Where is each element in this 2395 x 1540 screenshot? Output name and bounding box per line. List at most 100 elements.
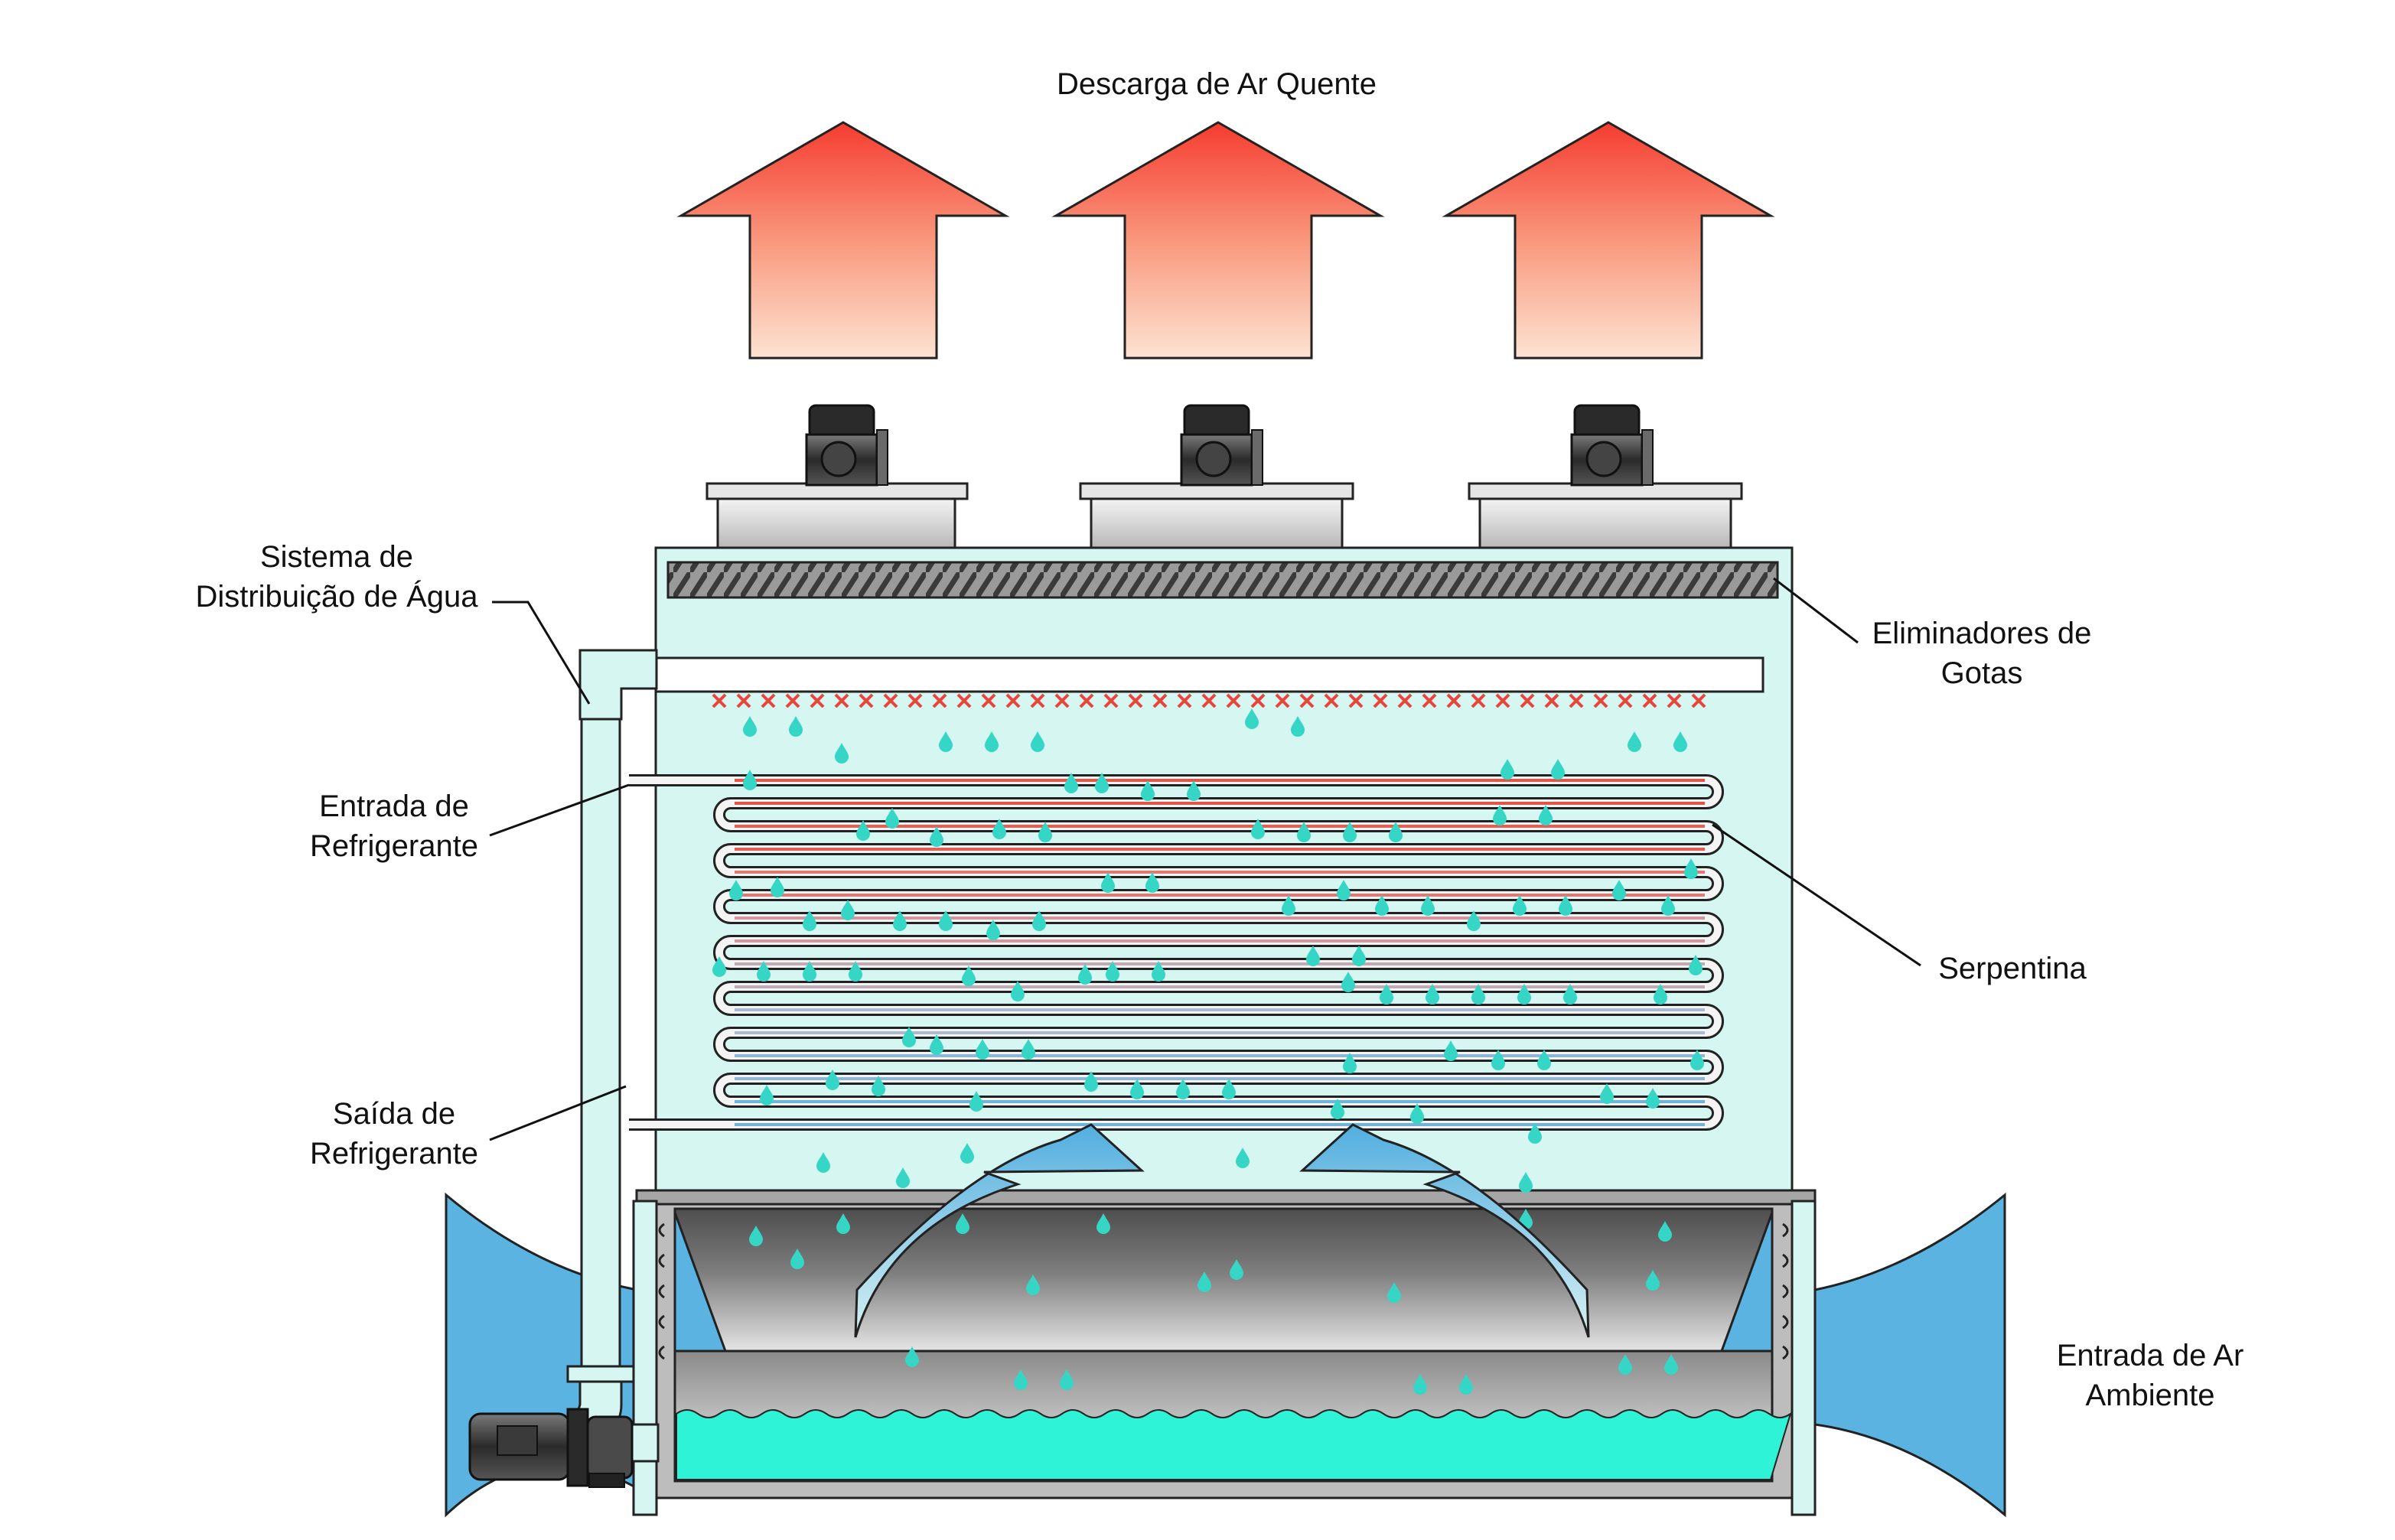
water-drop	[1343, 1053, 1357, 1073]
hook	[1782, 1223, 1789, 1238]
water-drop	[992, 819, 1006, 839]
water-drop	[1187, 780, 1201, 801]
water-drop	[803, 910, 816, 931]
water-drop	[760, 1085, 774, 1105]
nozzle	[1005, 693, 1021, 708]
nozzle	[785, 693, 800, 708]
nozzle	[956, 693, 972, 708]
nozzle	[1593, 693, 1608, 708]
right-intake-frame	[1791, 1200, 1817, 1516]
water-drop	[1600, 1083, 1614, 1104]
water-drop	[1064, 773, 1078, 793]
motor-fan-cover	[1251, 429, 1263, 486]
water-drop	[1343, 822, 1357, 842]
hot-air-arrow-3	[1442, 121, 1775, 360]
water-distribution-label-line2: Distribuição de Água	[195, 580, 478, 614]
water-drop	[771, 877, 784, 897]
ambient-air-inlet-label-line2: Ambiente	[2085, 1379, 2215, 1412]
water-drop	[1471, 984, 1485, 1004]
water-drop	[1331, 1099, 1344, 1119]
water-drop	[872, 1076, 885, 1096]
fan-stack	[1478, 496, 1732, 549]
hook	[658, 1284, 665, 1299]
fan-stack	[716, 496, 956, 549]
water-drop	[1352, 946, 1366, 966]
hook	[1782, 1253, 1789, 1268]
nozzle	[810, 693, 825, 708]
water-drop	[896, 1167, 910, 1188]
nozzle	[834, 693, 849, 708]
water-drop	[1026, 1275, 1040, 1295]
hook	[658, 1223, 665, 1238]
water-drop	[1459, 1374, 1473, 1395]
nozzle	[1642, 693, 1657, 708]
water-drop	[1145, 872, 1159, 893]
water-drop	[1031, 731, 1044, 752]
motor-top	[1183, 404, 1250, 439]
water-drop	[939, 910, 953, 931]
water-drop	[1628, 731, 1641, 752]
water-drop	[1251, 819, 1265, 839]
nozzle	[1520, 693, 1535, 708]
water-drop	[816, 1152, 830, 1173]
ambient-air-inlet-label-line1: Entrada de Ar	[2056, 1339, 2244, 1372]
water-riser-pipe	[580, 682, 621, 1374]
water-distribution-label: Sistema de Distribuição de Água	[138, 537, 536, 617]
ambient-air-inlet-label: Entrada de Ar Ambiente	[2005, 1336, 2296, 1415]
hot-air-arrow-2	[1051, 121, 1385, 360]
water-drop	[1513, 895, 1527, 916]
nozzle	[1152, 693, 1168, 708]
nozzle	[1348, 693, 1364, 708]
water-drop	[1060, 1369, 1074, 1390]
motor-hub	[1585, 441, 1622, 477]
hot-air-arrows	[676, 121, 1775, 360]
water-drop	[956, 1213, 969, 1234]
nozzle	[1128, 693, 1143, 708]
nozzle	[1201, 693, 1217, 708]
fan-assembly-2	[1079, 404, 1354, 549]
water-drop	[885, 808, 899, 829]
water-drop	[789, 716, 803, 737]
water-drop	[1387, 1282, 1401, 1303]
leader-lines	[489, 577, 1921, 1141]
hook	[658, 1253, 665, 1268]
refrigerant-outlet-label-line2: Refrigerante	[309, 1137, 479, 1170]
water-drop	[1684, 858, 1698, 879]
water-drop	[1230, 1259, 1243, 1280]
nozzle	[1299, 693, 1315, 708]
nozzle	[736, 693, 751, 708]
fan-motor-icon	[1180, 404, 1263, 487]
water-drop	[1421, 895, 1435, 916]
water-drop	[1306, 946, 1320, 966]
air-flow-arrow-left	[854, 1123, 1145, 1338]
water-drop	[1130, 1079, 1144, 1099]
nozzle	[1250, 693, 1266, 708]
nozzle	[1544, 693, 1559, 708]
water-drop	[1689, 955, 1703, 975]
water-drop	[849, 961, 862, 982]
nozzle	[1079, 693, 1094, 708]
nozzle	[1691, 693, 1706, 708]
nozzle	[1177, 693, 1192, 708]
pump-motor-icon	[468, 1408, 634, 1488]
nozzle	[859, 693, 874, 708]
nozzle	[1103, 693, 1119, 708]
water-drop	[976, 1039, 989, 1060]
water-drop	[1245, 708, 1259, 729]
water-drop	[1375, 895, 1389, 916]
water-drop	[1559, 895, 1572, 916]
water-drop	[986, 920, 1000, 940]
water-drop	[1646, 1270, 1660, 1291]
fan-stack	[1090, 496, 1344, 549]
motor-fan-cover	[1641, 429, 1654, 486]
fan-assemblies	[705, 404, 1743, 549]
coil-label: Serpentina	[1938, 952, 2087, 985]
hot-air-arrow-1	[676, 121, 1010, 360]
hook	[658, 1314, 665, 1330]
drift-eliminators-label-line2: Gotas	[1940, 656, 2023, 690]
nozzle	[907, 693, 923, 708]
water-drop	[757, 961, 771, 982]
riser-elbow	[578, 649, 658, 721]
water-drop	[985, 731, 999, 752]
